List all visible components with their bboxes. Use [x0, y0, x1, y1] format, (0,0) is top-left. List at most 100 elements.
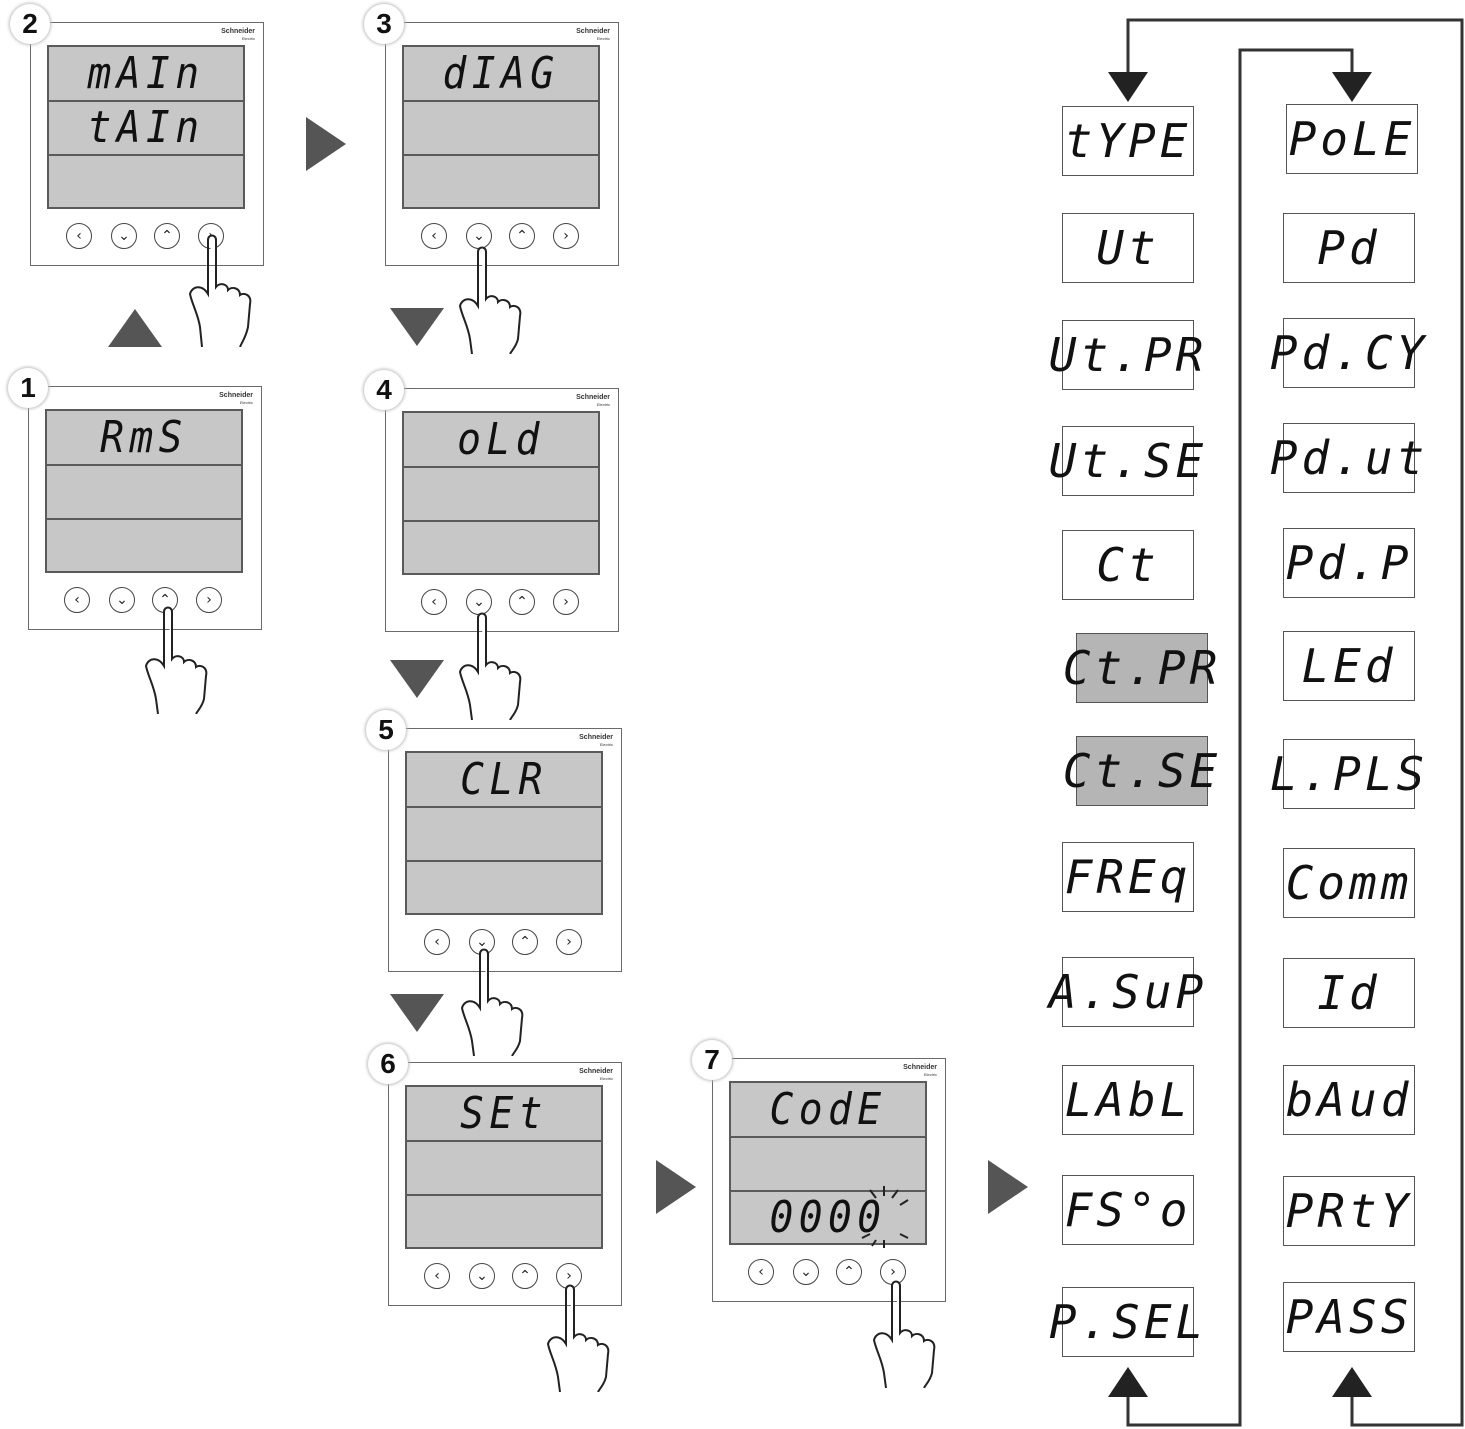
right-key[interactable]: › [553, 589, 579, 615]
left-key[interactable]: ‹ [421, 223, 447, 249]
pointing-hand-icon [144, 606, 208, 714]
lcd-line-1: CodE [769, 1084, 887, 1136]
down-key[interactable]: ⌄ [793, 1259, 819, 1285]
down-key[interactable]: ⌄ [109, 587, 135, 613]
up-key[interactable]: ⌃ [509, 589, 535, 615]
up-key[interactable]: ⌃ [512, 929, 538, 955]
pointing-hand-icon [460, 948, 524, 1056]
param-fs: FS°o [1062, 1175, 1194, 1245]
param-id: Id [1283, 958, 1415, 1028]
pointing-hand-icon [546, 1284, 610, 1392]
param-pd-cy: Pd.CY [1270, 318, 1424, 388]
lcd-screen: RmS [45, 409, 243, 573]
up-key[interactable]: ⌃ [509, 223, 535, 249]
param-pass: PASS [1283, 1282, 1415, 1352]
lcd-line-1: dIAG [442, 48, 560, 100]
lcd-line-2: tAIn [87, 102, 205, 154]
arrow-down-icon [1108, 72, 1148, 102]
step-badge-7: 7 [692, 1040, 732, 1080]
pointing-hand-icon [458, 612, 522, 720]
param-l-pls: L.PLS [1270, 739, 1424, 809]
lcd-line-1: SEt [460, 1088, 548, 1140]
lcd-line-3: 0000 [769, 1191, 887, 1243]
right-key[interactable]: › [553, 223, 579, 249]
step-badge-6: 6 [368, 1044, 408, 1084]
param-a-sup: A.SuP [1049, 957, 1203, 1027]
right-key[interactable]: › [196, 587, 222, 613]
arrow-up-icon [1332, 1367, 1372, 1397]
param-prty: PRtY [1283, 1176, 1415, 1246]
param-pd: Pd [1283, 213, 1415, 283]
down-key[interactable]: ⌄ [466, 589, 492, 615]
param-ut-se: Ut.SE [1049, 426, 1203, 496]
arrow-up-icon [1108, 1367, 1148, 1397]
param-ct: Ct [1062, 530, 1194, 600]
param-labl: LAbL [1062, 1065, 1194, 1135]
left-key[interactable]: ‹ [424, 929, 450, 955]
up-key[interactable]: ⌃ [836, 1259, 862, 1285]
lcd-screen: dIAG [402, 45, 600, 209]
param-ut-pr: Ut.PR [1049, 320, 1203, 390]
step-badge-4: 4 [364, 370, 404, 410]
left-key[interactable]: ‹ [424, 1263, 450, 1289]
param-ct-pr: Ct.PR [1063, 633, 1217, 703]
param-pole: PoLE [1286, 104, 1418, 174]
left-key[interactable]: ‹ [66, 223, 92, 249]
up-key[interactable]: ⌃ [154, 223, 180, 249]
right-key[interactable]: › [556, 1263, 582, 1289]
arrow-down-icon [390, 660, 444, 698]
pointing-hand-icon [872, 1280, 936, 1388]
param-p-sel: P.SEL [1049, 1287, 1203, 1357]
param-ct-se: Ct.SE [1063, 736, 1217, 806]
up-key[interactable]: ⌃ [512, 1263, 538, 1289]
down-key[interactable]: ⌄ [111, 223, 137, 249]
param-led: LEd [1283, 631, 1415, 701]
lcd-screen: CodE 0000 [729, 1081, 927, 1245]
lcd-screen: mAIn tAIn [47, 45, 245, 209]
lcd-line-1: mAIn [87, 48, 205, 100]
arrow-down-icon [390, 308, 444, 346]
arrow-down-icon [390, 994, 444, 1032]
lcd-line-1: RmS [100, 412, 188, 464]
pointing-hand-icon [188, 234, 252, 347]
param-ut: Ut [1062, 213, 1194, 283]
step-badge-5: 5 [366, 710, 406, 750]
pointing-hand-icon [458, 246, 522, 354]
arrow-down-icon [1332, 72, 1372, 102]
param-freq: FREq [1062, 842, 1194, 912]
arrow-up-icon [108, 309, 162, 347]
step-badge-3: 3 [364, 4, 404, 44]
right-key[interactable]: › [556, 929, 582, 955]
left-key[interactable]: ‹ [421, 589, 447, 615]
param-type: tYPE [1062, 106, 1194, 176]
lcd-line-1: oLd [457, 414, 545, 466]
lcd-screen: CLR [405, 751, 603, 915]
arrow-right-icon [988, 1160, 1028, 1214]
param-comm: Comm [1283, 848, 1415, 918]
down-key[interactable]: ⌄ [469, 1263, 495, 1289]
param-pd-ut: Pd.ut [1270, 423, 1424, 493]
step-badge-1: 1 [8, 368, 48, 408]
lcd-line-1: CLR [460, 754, 548, 806]
param-baud: bAud [1283, 1065, 1415, 1135]
left-key[interactable]: ‹ [64, 587, 90, 613]
down-key[interactable]: ⌄ [466, 223, 492, 249]
step-badge-2: 2 [10, 4, 50, 44]
arrow-right-icon [656, 1160, 696, 1214]
left-key[interactable]: ‹ [748, 1259, 774, 1285]
lcd-screen: SEt [405, 1085, 603, 1249]
